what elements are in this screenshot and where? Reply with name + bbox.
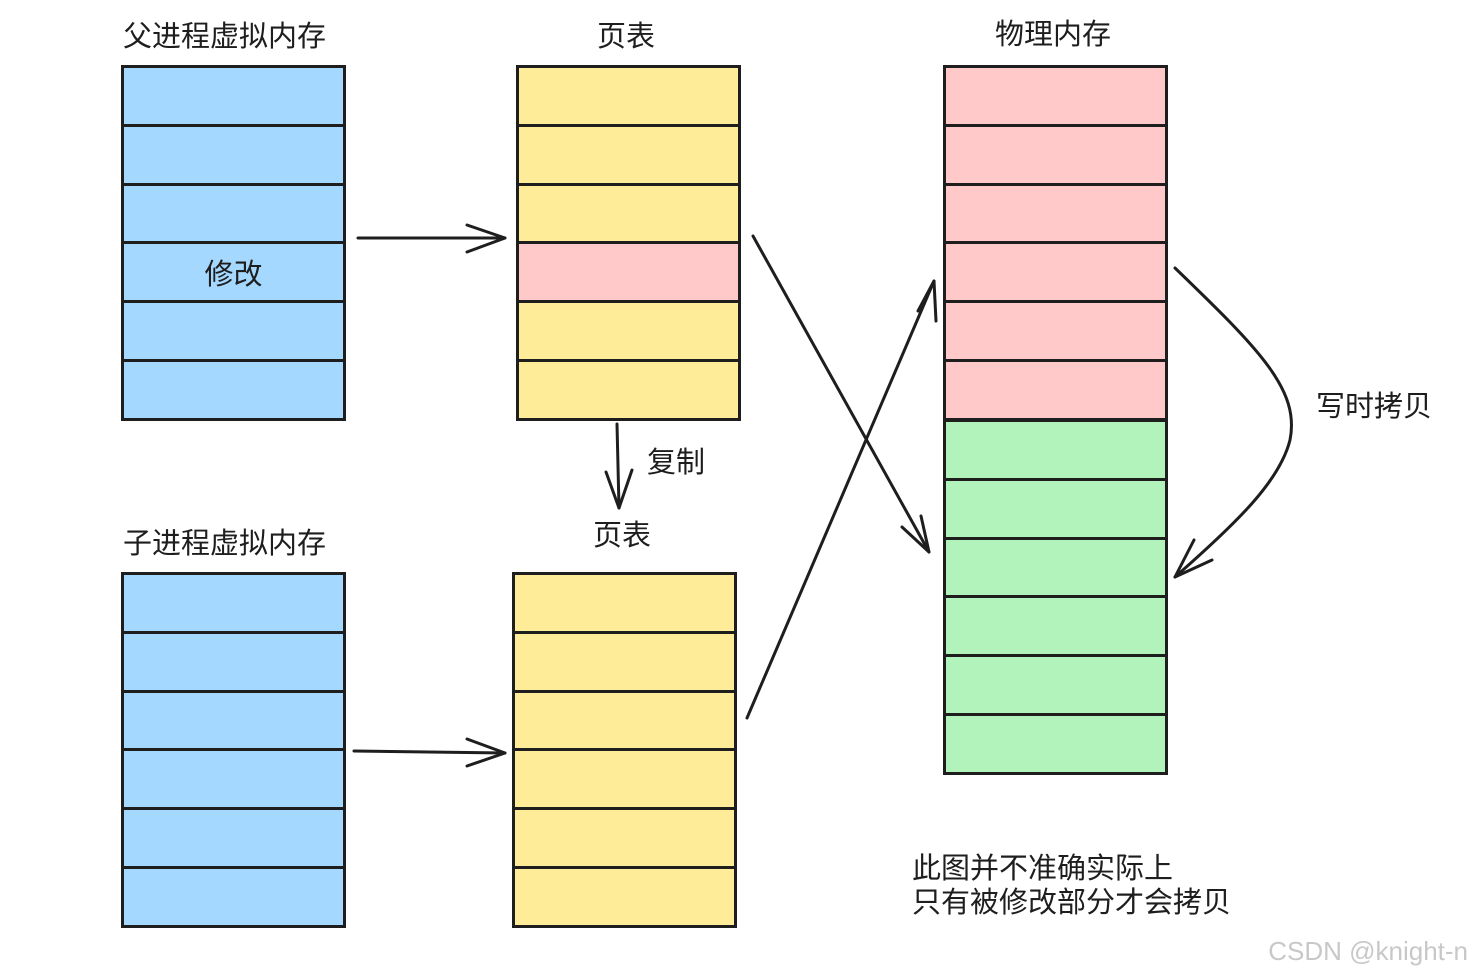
parent-vm-cell <box>124 185 343 245</box>
child-vm-title: 子进程虚拟内存 <box>123 526 327 560</box>
physical-bottom-cell <box>946 598 1165 658</box>
parent-pagetable-cell <box>519 244 738 304</box>
parent-vm-cell: 修改 <box>124 244 343 304</box>
parent-pagetable-cell <box>519 362 738 418</box>
physical-bottom-column <box>943 419 1168 775</box>
parent-pagetable-title: 页表 <box>597 19 656 53</box>
parent-vm-cell <box>124 303 343 363</box>
arrow-child-vm-to-pagetable <box>352 737 507 768</box>
child-pagetable-cell <box>515 633 734 693</box>
note-text: 此图并不准确实际上 只有被修改部分才会拷贝 <box>912 851 1231 919</box>
child-vm-cell <box>124 575 343 634</box>
parent-vm-cell <box>124 126 343 186</box>
arrow-parent-vm-to-pagetable <box>356 223 507 254</box>
parent-vm-cell <box>124 68 343 127</box>
physical-top-cell <box>946 68 1165 127</box>
child-vm-cell <box>124 810 343 870</box>
parent-vm-title: 父进程虚拟内存 <box>123 19 327 53</box>
parent-pagetable-cell <box>519 126 738 186</box>
physical-bottom-cell <box>946 539 1165 599</box>
note-line-2: 只有被修改部分才会拷贝 <box>912 885 1232 919</box>
cow-label: 写时拷贝 <box>1316 389 1433 423</box>
physical-top-cell <box>946 126 1165 186</box>
parent-pagetable-cell <box>519 303 738 363</box>
physical-bottom-cell <box>946 480 1165 540</box>
physical-bottom-cell <box>946 657 1165 717</box>
physical-top-column <box>943 65 1168 421</box>
child-pagetable-cell <box>515 810 734 870</box>
arrow-copy-on-write <box>1173 266 1293 579</box>
child-pagetable-title: 页表 <box>593 518 652 552</box>
physical-top-cell <box>946 185 1165 245</box>
watermark: CSDN @knight-n <box>1268 936 1468 966</box>
parent-vm-cell <box>124 362 343 418</box>
child-pagetable-column <box>512 572 737 928</box>
child-pagetable-cell <box>515 575 734 634</box>
parent-pagetable-cell <box>519 68 738 127</box>
child-vm-cell <box>124 692 343 752</box>
child-pagetable-cell <box>515 692 734 752</box>
child-pagetable-cell <box>515 751 734 811</box>
arrow-parent-pt-to-physical <box>751 234 931 554</box>
copy-label: 复制 <box>647 445 706 479</box>
child-vm-cell <box>124 869 343 925</box>
physical-bottom-cell <box>946 422 1165 481</box>
physical-top-cell <box>946 362 1165 418</box>
arrow-child-pt-to-physical <box>745 279 938 720</box>
child-vm-column <box>121 572 346 928</box>
child-vm-cell <box>124 751 343 811</box>
physical-memory-title: 物理内存 <box>995 17 1112 51</box>
arrow-copy-pagetable <box>604 422 634 510</box>
child-pagetable-cell <box>515 869 734 925</box>
physical-top-cell <box>946 244 1165 304</box>
physical-top-cell <box>946 303 1165 363</box>
physical-bottom-cell <box>946 716 1165 772</box>
child-vm-cell <box>124 633 343 693</box>
parent-vm-column: 修改 <box>121 65 346 421</box>
parent-pagetable-cell <box>519 185 738 245</box>
parent-pagetable-column <box>516 65 741 421</box>
note-line-1: 此图并不准确实际上 <box>912 851 1174 885</box>
